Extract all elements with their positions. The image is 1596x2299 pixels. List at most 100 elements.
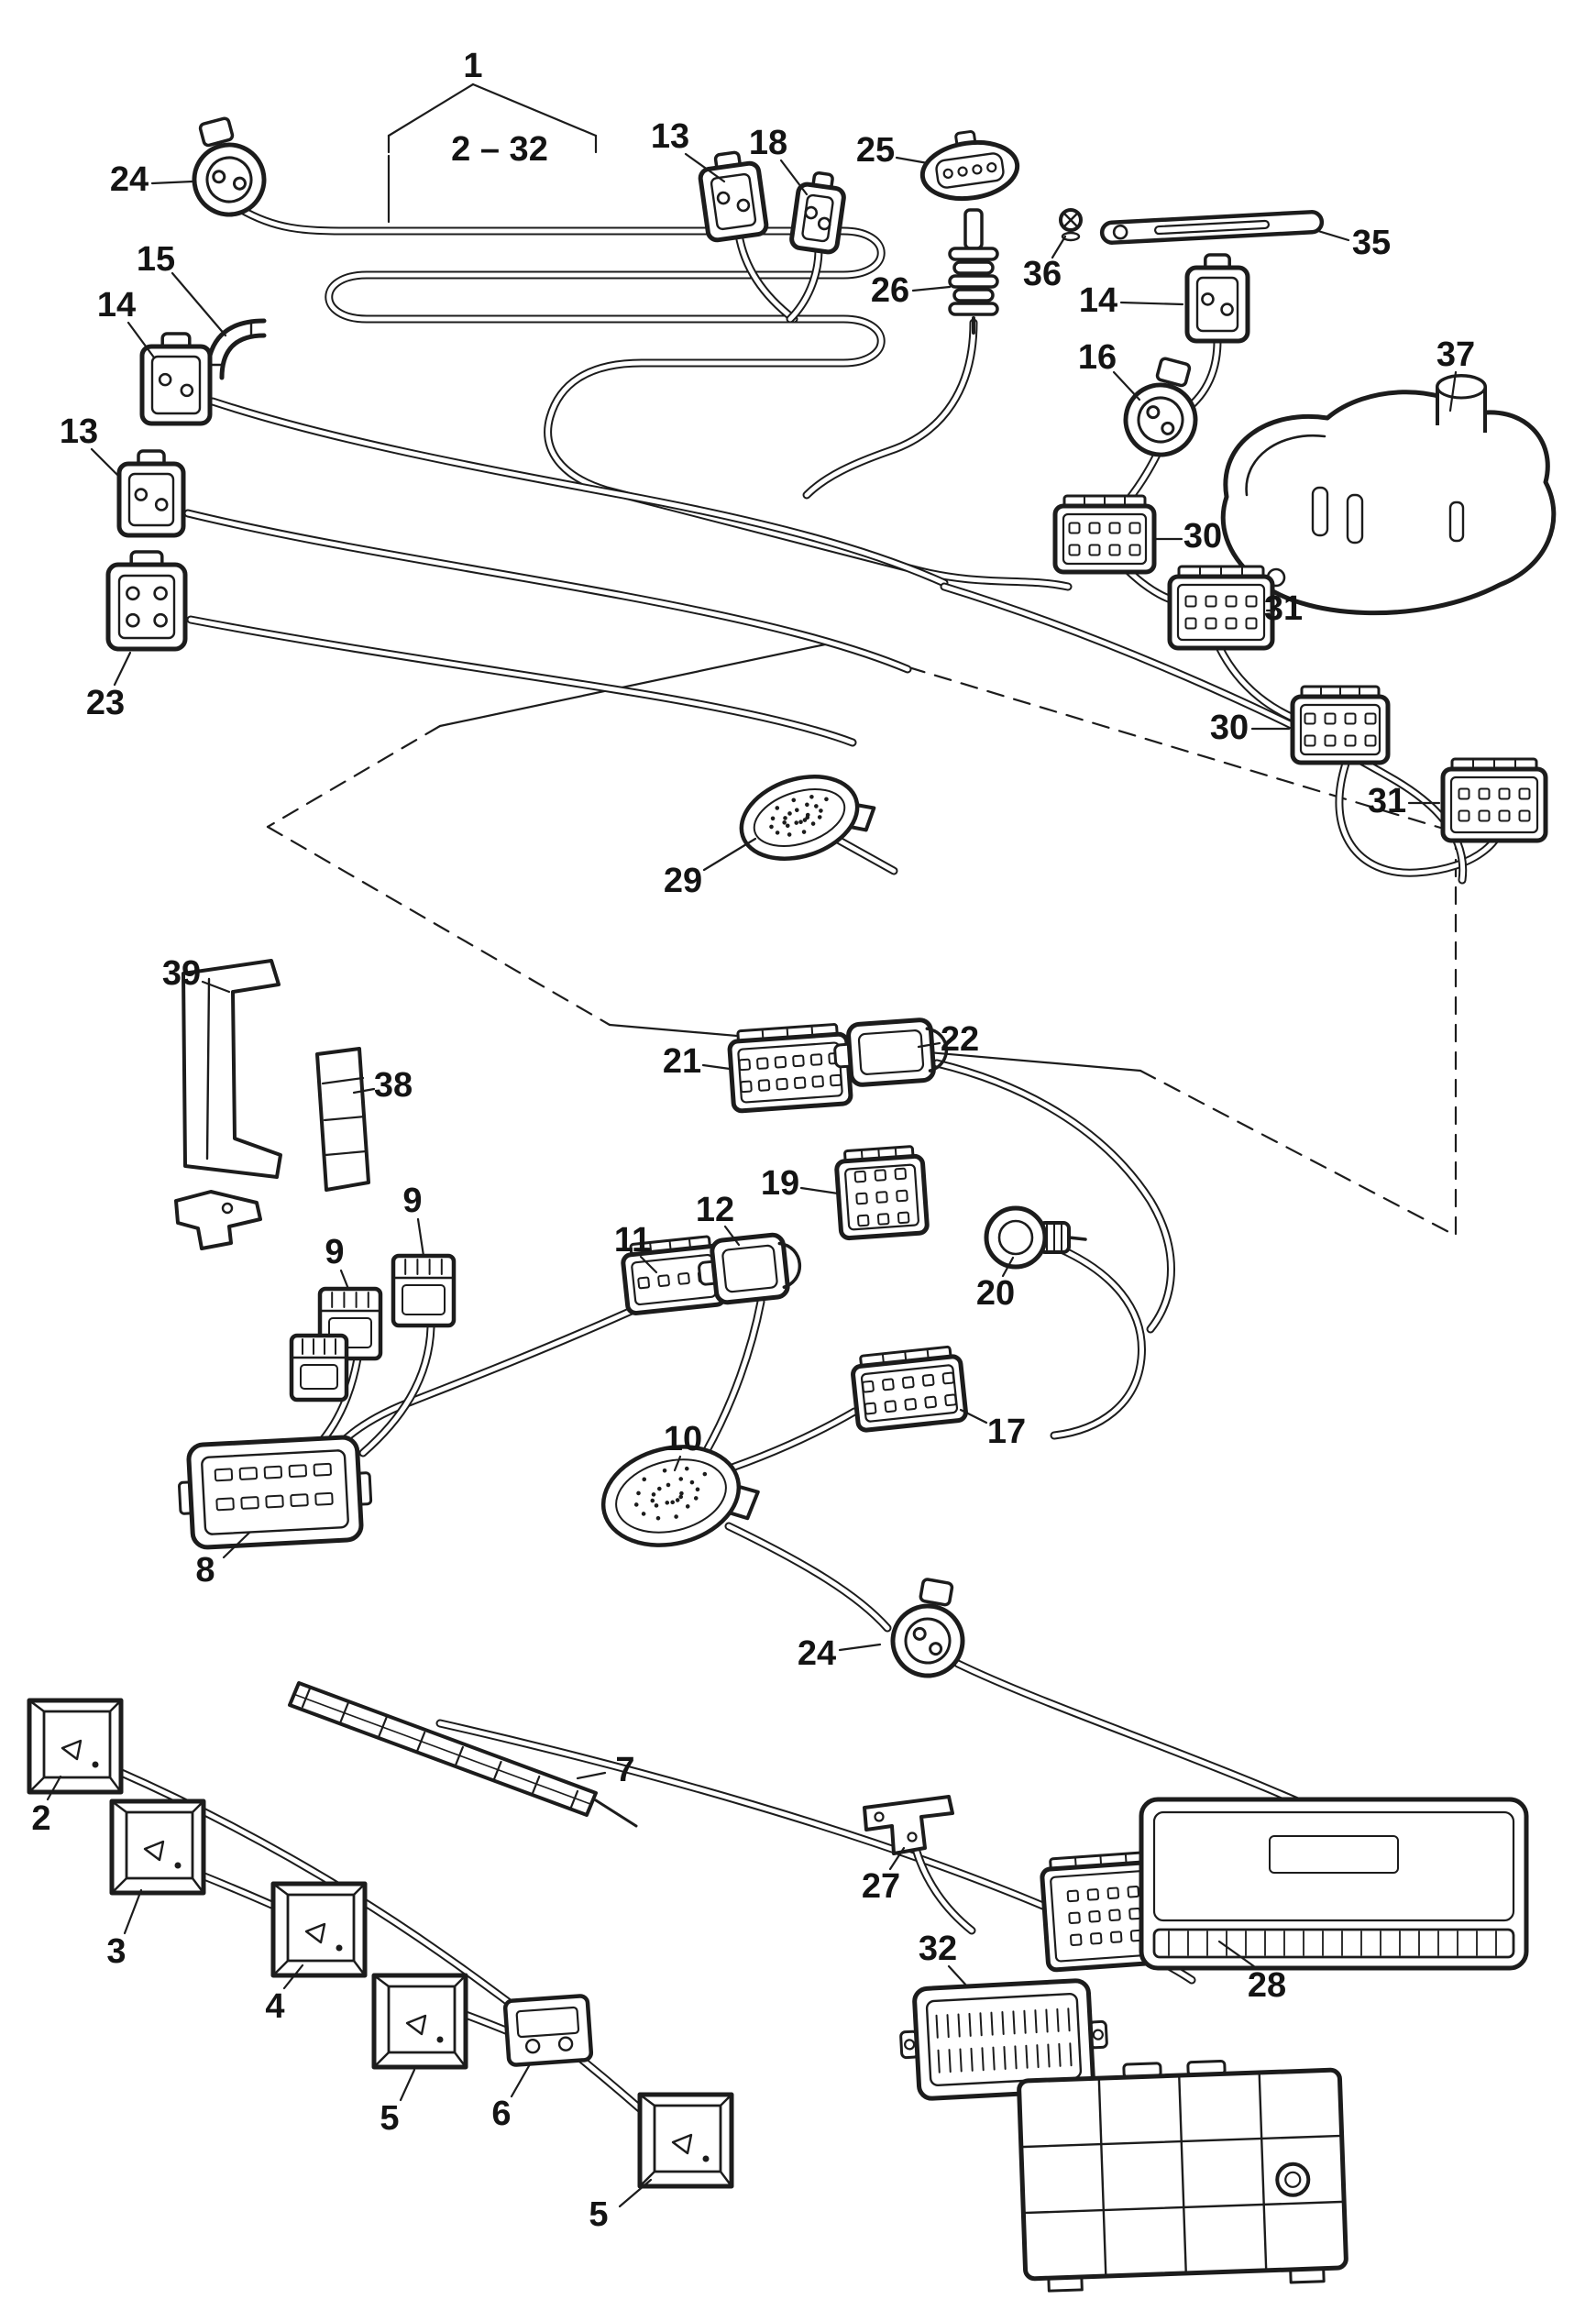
callout-11-27[interactable]: 11: [614, 1221, 651, 1260]
fusebox-8: [178, 1435, 373, 1550]
frame-2: [27, 1698, 124, 1795]
relay-9-c: [289, 1333, 349, 1402]
callout-36-9[interactable]: 36: [1023, 255, 1062, 293]
callout-2–32-1[interactable]: 2 – 32: [451, 130, 548, 169]
leader-39-21: [201, 980, 231, 994]
parts-layer: [27, 116, 1557, 2293]
callout-9-30[interactable]: 9: [325, 1233, 344, 1271]
harness-wire: [236, 204, 1073, 591]
leader-10-32: [673, 1455, 682, 1472]
callout-1-0[interactable]: 1: [463, 47, 482, 85]
callout-6-43[interactable]: 6: [491, 2095, 511, 2133]
callout-28-41[interactable]: 28: [1248, 1966, 1286, 2005]
callout-21-23[interactable]: 21: [663, 1042, 701, 1081]
leader-3-38: [123, 1888, 143, 1935]
callout-18-3[interactable]: 18: [749, 124, 787, 162]
callout-32-40[interactable]: 32: [919, 1930, 957, 1968]
connector-24-top: [192, 116, 267, 217]
leader-22-24: [917, 1041, 941, 1049]
callout-4-39[interactable]: 4: [265, 1987, 284, 2026]
callout-24-5[interactable]: 24: [110, 160, 149, 199]
leader-38-22: [352, 1087, 376, 1094]
callout-39-21[interactable]: 39: [162, 954, 201, 993]
callout-13-2[interactable]: 13: [651, 117, 689, 156]
callout-7-36[interactable]: 7: [615, 1751, 634, 1789]
panel-dashed-line: [266, 825, 611, 1027]
leader-36-9: [1051, 235, 1067, 259]
callout-16-12[interactable]: 16: [1078, 338, 1117, 377]
callout-22-24[interactable]: 22: [941, 1020, 979, 1059]
leader-5-44: [618, 2178, 653, 2208]
leader-lines: [46, 152, 1458, 2208]
boot-26: [948, 208, 999, 335]
leader-24-5: [150, 180, 194, 185]
callout-5-44[interactable]: 5: [589, 2195, 608, 2234]
leader-9-30: [339, 1269, 350, 1291]
callout-10-32[interactable]: 10: [664, 1420, 702, 1458]
callout-24-34[interactable]: 24: [798, 1634, 836, 1673]
screw-36: [1059, 208, 1083, 242]
frame-5-a: [371, 1973, 468, 2070]
callout-31-16[interactable]: 31: [1264, 589, 1303, 628]
callout-17-31[interactable]: 17: [987, 1413, 1026, 1451]
callout-2-35[interactable]: 2: [31, 1799, 50, 1838]
connector-14-left: [139, 332, 213, 426]
leader-27-37: [888, 1846, 906, 1871]
callout-14-11[interactable]: 14: [1079, 281, 1117, 320]
leader-7-36: [576, 1771, 607, 1780]
bracket-27: [863, 1795, 954, 1855]
callout-26-8[interactable]: 26: [871, 271, 909, 310]
leader-35-10: [1316, 229, 1350, 242]
harness-wire: [208, 397, 949, 588]
connector-17: [851, 1345, 968, 1433]
callout-30-18[interactable]: 30: [1210, 709, 1249, 747]
callout-29-20[interactable]: 29: [664, 862, 702, 900]
callout-14-7[interactable]: 14: [97, 286, 136, 324]
callout-3-38[interactable]: 3: [106, 1932, 126, 1971]
bracket-39: [182, 959, 282, 1179]
leader-25-4: [895, 156, 930, 165]
callout-38-22[interactable]: 38: [374, 1066, 413, 1105]
harness-wire: [932, 1059, 1175, 1334]
frame-3: [109, 1798, 206, 1896]
leader-21-23: [701, 1063, 732, 1071]
bulb-20: [984, 1205, 1087, 1270]
channel-7: [288, 1681, 638, 1828]
grommet-29: [739, 775, 876, 861]
leader-8-33: [222, 1531, 251, 1559]
callout-19-25[interactable]: 19: [761, 1164, 799, 1203]
callout-37-13[interactable]: 37: [1436, 336, 1475, 374]
connector-13-left: [116, 449, 186, 538]
callout-8-33[interactable]: 8: [195, 1551, 215, 1590]
connector-30-b: [1290, 685, 1391, 765]
cover-37: [1220, 374, 1557, 616]
connector-16: [1123, 357, 1198, 457]
callout-25-4[interactable]: 25: [856, 131, 895, 170]
callout-30-15[interactable]: 30: [1183, 517, 1222, 556]
housing-12: [698, 1232, 801, 1305]
connector-19: [834, 1145, 930, 1241]
leader-19-25: [799, 1186, 840, 1195]
grommet-10: [600, 1445, 760, 1547]
leader-12-28: [723, 1225, 741, 1247]
connector-25: [919, 130, 1020, 202]
callout-15-6[interactable]: 15: [137, 240, 175, 279]
leader-5-42: [399, 2068, 416, 2102]
callout-23-17[interactable]: 23: [86, 684, 125, 722]
leader-6-43: [510, 2062, 532, 2098]
callout-20-26[interactable]: 20: [976, 1274, 1015, 1313]
callout-12-28[interactable]: 12: [696, 1191, 734, 1229]
callout-13-14[interactable]: 13: [60, 412, 98, 451]
frame-5-b: [637, 2092, 734, 2189]
relay-9-a: [391, 1253, 457, 1328]
callout-31-19[interactable]: 31: [1368, 782, 1406, 820]
callout-27-37[interactable]: 27: [862, 1867, 900, 1906]
connector-32: [899, 1978, 1108, 2101]
leader-26-8: [911, 285, 952, 292]
callout-9-29[interactable]: 9: [402, 1182, 422, 1220]
callout-35-10[interactable]: 35: [1352, 224, 1391, 262]
callout-5-42[interactable]: 5: [380, 2099, 399, 2138]
harness-wire: [701, 1297, 765, 1457]
